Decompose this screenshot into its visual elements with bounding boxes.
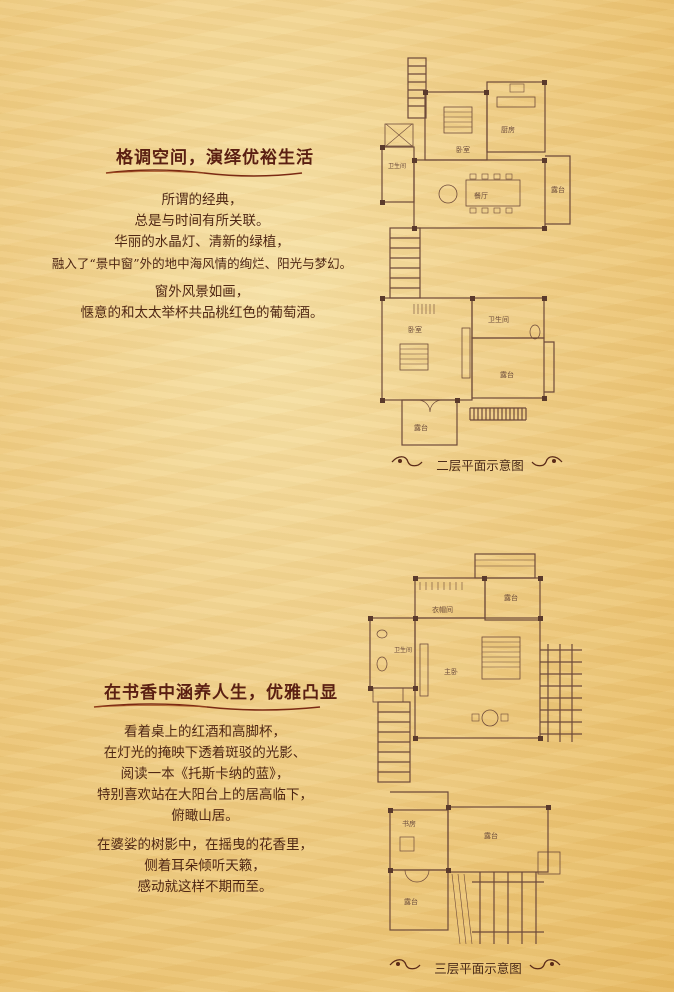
text-line: 所谓的经典，: [161, 192, 243, 208]
caption-ornament-left: [391, 456, 423, 467]
text-line: 感动就这样不期而至。: [137, 879, 273, 895]
section2-paragraph-2: 在婆娑的树影中，在摇曳的花香里， 侧着耳朵倾听天籁， 感动就这样不期而至。: [40, 835, 370, 898]
title-flourish-top: [105, 169, 303, 177]
plan2-label-terrace-bottom: 露台: [414, 423, 428, 432]
text-line: 惬意的和太太举杯共品桃红色的葡萄酒。: [80, 305, 324, 321]
title-flourish-bottom: [93, 703, 321, 711]
section1-paragraph-2: 窗外风景如画， 惬意的和太太举杯共品桃红色的葡萄酒。: [22, 282, 382, 324]
text-line: 在婆娑的树影中，在摇曳的花香里，: [97, 837, 313, 853]
plan3-label-study: 书房: [402, 819, 416, 828]
text-line: 窗外风景如画，: [154, 284, 250, 300]
caption-ornament-right: [529, 959, 561, 970]
text-line: 阅读一本《托斯卡纳的蓝》，: [120, 766, 290, 782]
plan3-label-master: 主卧: [444, 667, 458, 676]
plan2-label-dining: 餐厅: [474, 191, 488, 200]
caption-ornament-right: [531, 456, 563, 467]
second-floor-plan: 卧室 厨房 卫生间 餐厅 露台 卧室 卫生间 露台 露台: [380, 57, 571, 446]
plan2-label-bedroom-top: 卧室: [456, 145, 470, 154]
plan2-label-terrace-right: 露台: [551, 185, 565, 194]
section1-paragraph-1: 所谓的经典， 总是与时间有所关联。 华丽的水晶灯、清新的绿植， 融入了“景中窗”…: [22, 190, 382, 274]
plan2-label-terrace-mid: 露台: [500, 370, 514, 379]
plan3-label-terrace-bottom: 露台: [404, 897, 418, 906]
text-line: 俯瞰山居。: [171, 808, 239, 824]
plan3-label-terrace-top: 露台: [504, 593, 518, 602]
text-line: 特别喜欢站在大阳台上的居高临下，: [97, 787, 313, 803]
text-line: 总是与时间有所关联。: [134, 213, 270, 229]
plan3-label-closet: 衣帽间: [432, 605, 453, 614]
text-line: 在灯光的掩映下透着斑驳的光影、: [103, 745, 307, 761]
section1-text: 所谓的经典， 总是与时间有所关联。 华丽的水晶灯、清新的绿植， 融入了“景中窗”…: [22, 190, 382, 332]
section2-text: 看着桌上的红酒和高脚杯， 在灯光的掩映下透着斑驳的光影、 阅读一本《托斯卡纳的蓝…: [40, 722, 370, 906]
section2-title: 在书香中涵养人生，优雅凸显: [104, 683, 338, 703]
plan2-label-bedroom-bottom: 卧室: [408, 325, 422, 334]
third-floor-caption: 三层平面示意图: [434, 961, 522, 976]
second-floor-caption: 二层平面示意图: [436, 458, 524, 473]
section1-title: 格调空间，演绎优裕生活: [116, 148, 314, 168]
plan2-label-kitchen: 厨房: [501, 125, 515, 134]
plan2-label-bath-left: 卫生间: [388, 162, 406, 170]
plan2-label-bath-right: 卫生间: [488, 315, 509, 324]
text-line: 华丽的水晶灯、清新的绿植，: [114, 234, 290, 250]
plan3-label-terrace-big: 露台: [484, 831, 498, 840]
text-line: 看着桌上的红酒和高脚杯，: [124, 724, 286, 740]
text-line: 融入了“景中窗”外的地中海风情的绚烂、阳光与梦幻。: [51, 256, 353, 271]
third-floor-plan: 衣帽间 露台 卫生间 主卧 书房 露台 露台: [368, 553, 582, 945]
text-line: 侧着耳朵倾听天籁，: [144, 858, 266, 874]
plan3-label-bath: 卫生间: [394, 646, 412, 654]
section2-paragraph-1: 看着桌上的红酒和高脚杯， 在灯光的掩映下透着斑驳的光影、 阅读一本《托斯卡纳的蓝…: [40, 722, 370, 827]
caption-ornament-left: [389, 959, 421, 970]
